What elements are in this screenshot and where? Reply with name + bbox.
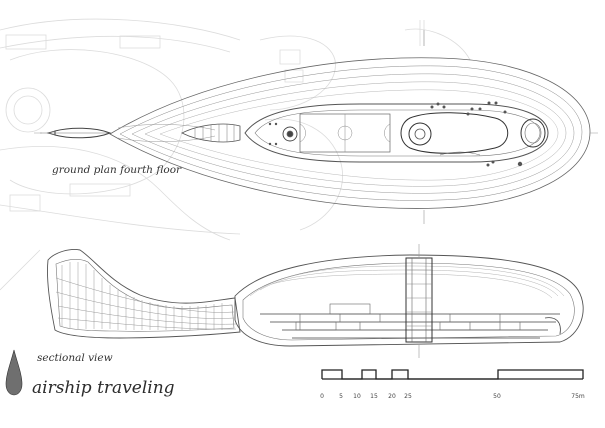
scale-tick-label: 25 <box>404 393 412 400</box>
scale-tick-label: 20 <box>388 393 396 400</box>
scale-tick-label: 15 <box>370 393 378 400</box>
section-view-label: sectional view <box>37 352 113 364</box>
plan-view-label: ground plan fourth floor <box>52 164 182 176</box>
scale-bar <box>321 369 584 380</box>
airship-section-view <box>47 244 584 358</box>
scale-tick-label: 10 <box>353 393 361 400</box>
scale-tick-label: 0 <box>320 393 324 400</box>
airship-plan-view <box>34 30 598 224</box>
airship-droplet-icon <box>5 349 23 396</box>
project-title: airship traveling <box>32 378 175 398</box>
scale-tick-label: 75m <box>571 393 585 400</box>
background-ghost-drawing <box>0 18 471 291</box>
scale-tick-label: 50 <box>493 393 501 400</box>
scale-tick-label: 5 <box>339 393 343 400</box>
